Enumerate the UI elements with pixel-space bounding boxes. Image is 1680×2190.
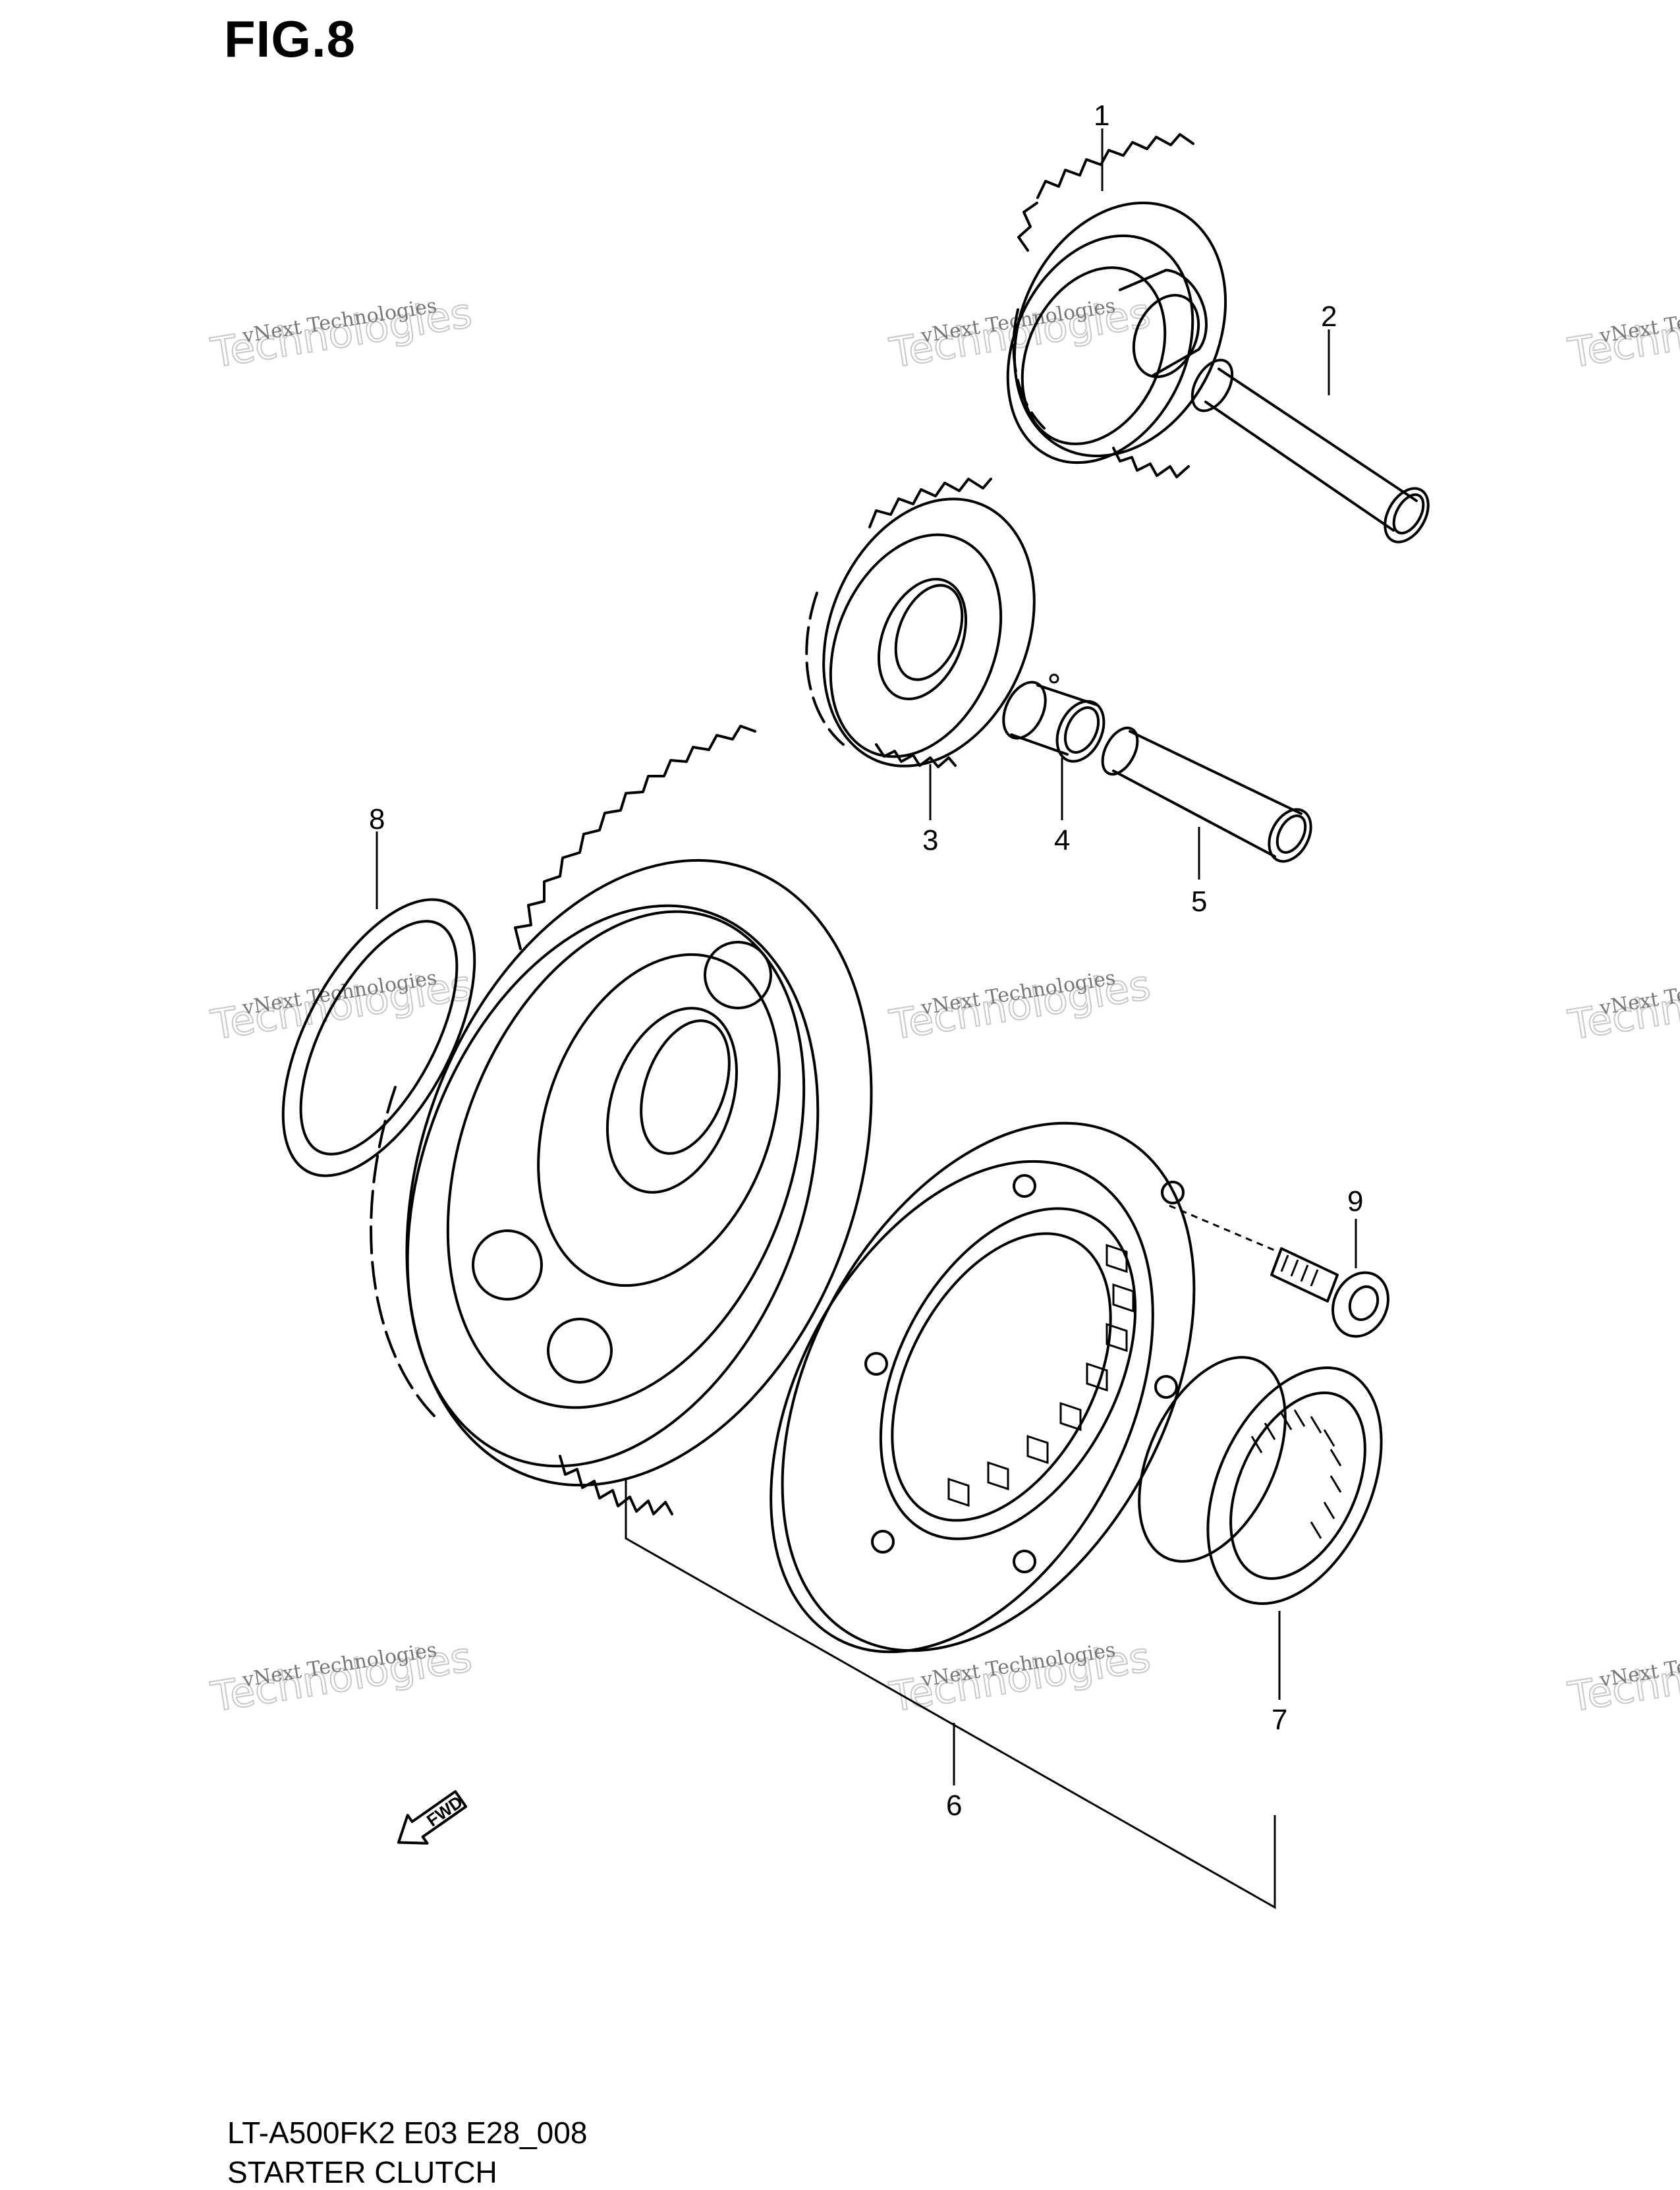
model-code-caption: LT-A500FK2 E03 E28_008 bbox=[227, 2116, 588, 2150]
callout-2: 2 bbox=[1321, 300, 1337, 333]
callout-7: 7 bbox=[1272, 1704, 1287, 1736]
watermark-mid-right: Technologies vNext Technologies bbox=[1564, 960, 1680, 1050]
callout-5: 5 bbox=[1191, 885, 1207, 918]
watermark-group: Technologies vNext Technologies Technolo… bbox=[207, 288, 1680, 1722]
part-9-bolt bbox=[1169, 1204, 1389, 1338]
callout-6: 6 bbox=[946, 1789, 962, 1822]
figure-title: FIG.8 bbox=[224, 10, 356, 68]
callout-9: 9 bbox=[1347, 1185, 1363, 1218]
callout-labels: 1 2 3 4 5 6 7 8 9 bbox=[369, 99, 1363, 1822]
section-name-caption: STARTER CLUTCH bbox=[227, 2155, 497, 2189]
part-7-needle-bearing bbox=[1138, 1356, 1383, 1700]
watermark-top-right: Technologies vNext Technologies bbox=[1564, 288, 1680, 378]
callout-4: 4 bbox=[1054, 824, 1070, 856]
watermark-low-left: Technologies vNext Technologies bbox=[207, 1632, 476, 1722]
part-2-idle-gear-shaft bbox=[1190, 358, 1430, 544]
part-8-washer bbox=[281, 831, 476, 1177]
part-5-idle-gear-shaft bbox=[1101, 726, 1312, 880]
part-4-bushing bbox=[1002, 673, 1106, 820]
part-3-starter-idle-gear-no2 bbox=[805, 478, 1036, 820]
callout-3: 3 bbox=[922, 824, 938, 856]
part-6-one-way-clutch bbox=[770, 1121, 1196, 1654]
part-6-starter-driven-gear bbox=[370, 725, 873, 1515]
callout-1: 1 bbox=[1094, 99, 1109, 132]
watermark-low-right: Technologies vNext Technologies bbox=[1564, 1632, 1680, 1722]
fwd-arrow: FWD bbox=[397, 1790, 468, 1845]
part-6-bracket bbox=[625, 1479, 1276, 1909]
part-1-starter-idle-gear bbox=[1006, 133, 1227, 478]
watermark-mid-mid: Technologies vNext Technologies bbox=[885, 960, 1154, 1050]
watermark-top-left: Technologies vNext Technologies bbox=[207, 288, 476, 378]
watermark-mid-left: Technologies vNext Technologies bbox=[207, 960, 476, 1050]
watermark-top-mid: Technologies vNext Technologies bbox=[885, 288, 1154, 378]
callout-8: 8 bbox=[369, 803, 385, 835]
